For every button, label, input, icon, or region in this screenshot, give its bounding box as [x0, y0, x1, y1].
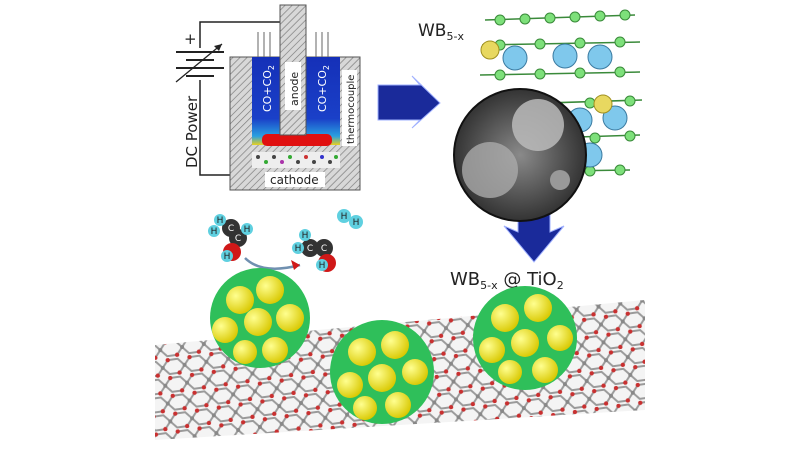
- hydrogen-molecule: HH: [337, 209, 363, 229]
- plasma-hot-zone: [262, 134, 332, 146]
- plasma-reactor-schematic: + DC Power anode CO+CO2 CO+CO2 thermocou…: [175, 4, 361, 191]
- cathode-label-box: [265, 172, 325, 187]
- polarity-plus: +: [184, 30, 197, 48]
- porous-catalyst-layer: [252, 152, 340, 168]
- nanocluster-1: [210, 268, 310, 368]
- reaction-arrowhead: [291, 260, 300, 270]
- variable-power-source-icon: [175, 43, 224, 83]
- circuit-wire: [199, 21, 283, 176]
- reaction-arrow: [244, 257, 301, 270]
- svg-text:H: H: [295, 244, 302, 254]
- gas-label-left: CO+CO2: [261, 65, 276, 112]
- crystal-structure: [453, 9, 643, 222]
- right-arrow-icon: [377, 75, 441, 129]
- svg-text:C: C: [321, 244, 327, 254]
- gas-label-right: CO+CO2: [316, 65, 331, 112]
- anode-label: anode: [288, 72, 301, 106]
- plasma-zone-right: [306, 57, 340, 145]
- svg-text:C: C: [235, 234, 241, 244]
- ethanol-molecule: HH HH CC: [208, 214, 253, 262]
- svg-text:H: H: [217, 216, 224, 226]
- dc-power-label: DC Power: [183, 95, 201, 168]
- svg-text:C: C: [307, 244, 313, 254]
- svg-text:H: H: [353, 218, 360, 228]
- svg-text:H: H: [224, 252, 231, 262]
- thermocouple-label: thermocouple: [346, 75, 357, 144]
- product-label: WB5-x: [418, 21, 464, 43]
- catalyst-particles: [256, 155, 338, 164]
- cathode-label: cathode: [270, 173, 319, 187]
- gas-outflow-arrows: [257, 32, 329, 57]
- svg-text:H: H: [244, 225, 251, 235]
- svg-text:H: H: [319, 261, 326, 271]
- anode-label-box: [285, 62, 301, 110]
- svg-text:H: H: [211, 227, 218, 237]
- plasma-zone-left: [252, 57, 280, 145]
- svg-text:H: H: [341, 212, 348, 222]
- svg-text:H: H: [302, 231, 309, 241]
- nanocluster-3: [473, 286, 577, 390]
- composite-label: WB5-x @ TiO2: [450, 269, 564, 292]
- thermocouple-label-box: [342, 70, 357, 146]
- svg-text:C: C: [228, 224, 234, 234]
- nanocluster-2: [330, 320, 434, 424]
